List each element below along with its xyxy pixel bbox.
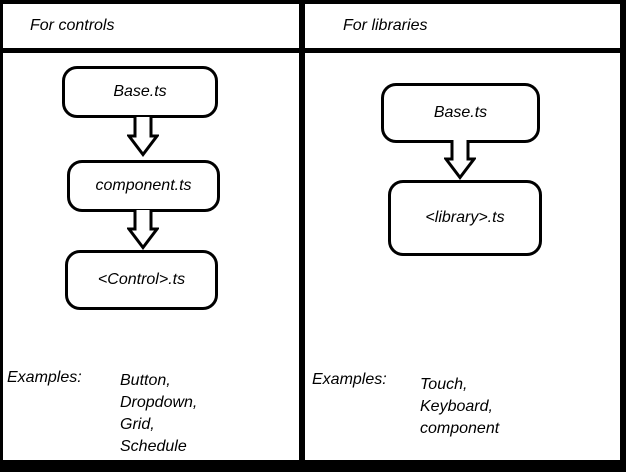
outer-border-bottom: [0, 460, 626, 472]
examples-label-controls: Examples:: [7, 369, 82, 386]
panel-title-controls: For controls: [30, 17, 115, 34]
examples-label-libraries: Examples:: [312, 371, 387, 388]
outer-border-top: [0, 0, 626, 4]
examples-list-controls: Button, Dropdown, Grid, Schedule: [120, 370, 197, 458]
example-item: Touch,: [420, 376, 468, 393]
flow-node-base-ts-controls: Base.ts: [62, 66, 218, 118]
down-arrow-icon: [127, 210, 159, 250]
example-item: Schedule: [120, 438, 187, 455]
example-item: Button,: [120, 372, 171, 389]
flow-node-library-ts: <library>.ts: [388, 180, 542, 256]
panel-title-libraries: For libraries: [343, 17, 428, 34]
header-separator-line: [0, 48, 626, 53]
flow-node-component-ts: component.ts: [67, 160, 220, 212]
example-item: Dropdown,: [120, 394, 198, 411]
outer-border-left: [0, 0, 3, 472]
down-arrow-icon: [444, 140, 476, 180]
flow-node-control-ts: <Control>.ts: [65, 250, 218, 310]
examples-list-libraries: Touch, Keyboard, component: [420, 374, 499, 440]
flow-node-base-ts-libraries: Base.ts: [381, 83, 540, 143]
outer-border-right: [620, 0, 626, 472]
example-item: component: [420, 420, 500, 437]
down-arrow-icon: [127, 117, 159, 157]
panel-divider-line: [299, 0, 305, 472]
example-item: Grid,: [120, 416, 155, 433]
example-item: Keyboard,: [420, 398, 493, 415]
